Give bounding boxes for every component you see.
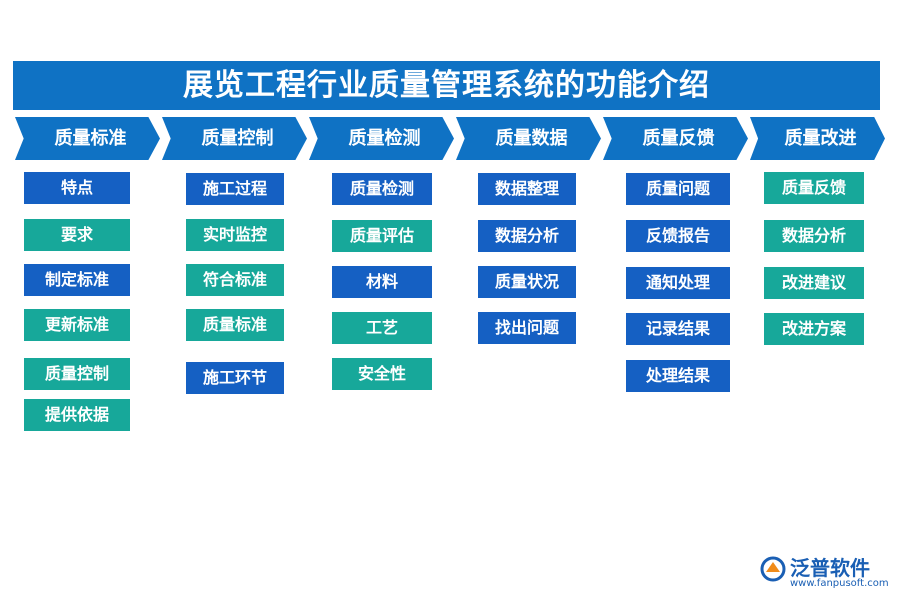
item-box: 施工环节	[186, 362, 284, 394]
diagram-title: 展览工程行业质量管理系统的功能介绍	[13, 61, 880, 110]
item-box: 安全性	[332, 358, 432, 390]
item-box: 数据分析	[764, 220, 864, 252]
column-header-6-label: 质量改进	[784, 128, 857, 149]
item-box: 通知处理	[626, 267, 730, 299]
column-header-3: 质量检测	[309, 117, 454, 160]
column-header-5-label: 质量反馈	[642, 128, 715, 149]
item-box: 要求	[24, 219, 130, 251]
column-header-6: 质量改进	[750, 117, 885, 160]
item-box: 质量问题	[626, 173, 730, 205]
item-box: 反馈报告	[626, 220, 730, 252]
brand-logo: 泛普软件 www.fanpusoft.com	[760, 550, 889, 594]
item-box: 记录结果	[626, 313, 730, 345]
item-box: 质量评估	[332, 220, 432, 252]
column-header-1-label: 质量标准	[54, 128, 127, 149]
brand-name: 泛普软件	[790, 556, 870, 580]
column-header-4-label: 质量数据	[495, 128, 568, 149]
item-box: 质量反馈	[764, 172, 864, 204]
item-box: 质量标准	[186, 309, 284, 341]
item-box: 数据整理	[478, 173, 576, 205]
item-box: 工艺	[332, 312, 432, 344]
item-box: 制定标准	[24, 264, 130, 296]
item-box: 更新标准	[24, 309, 130, 341]
item-box: 改进方案	[764, 313, 864, 345]
column-header-2-label: 质量控制	[201, 128, 274, 149]
column-header-2: 质量控制	[162, 117, 307, 160]
column-header-3-label: 质量检测	[348, 128, 421, 149]
item-box: 质量状况	[478, 266, 576, 298]
item-box: 材料	[332, 266, 432, 298]
item-box: 数据分析	[478, 220, 576, 252]
item-box: 施工过程	[186, 173, 284, 205]
item-box: 实时监控	[186, 219, 284, 251]
item-box: 质量控制	[24, 358, 130, 390]
brand-url: www.fanpusoft.com	[790, 578, 889, 589]
column-header-4: 质量数据	[456, 117, 601, 160]
item-box: 找出问题	[478, 312, 576, 344]
item-box: 改进建议	[764, 267, 864, 299]
item-box: 提供依据	[24, 399, 130, 431]
item-box: 符合标准	[186, 264, 284, 296]
column-header-1: 质量标准	[15, 117, 160, 160]
item-box: 特点	[24, 172, 130, 204]
column-header-5: 质量反馈	[603, 117, 748, 160]
item-box: 质量检测	[332, 173, 432, 205]
brand-logo-icon	[760, 556, 786, 582]
item-box: 处理结果	[626, 360, 730, 392]
